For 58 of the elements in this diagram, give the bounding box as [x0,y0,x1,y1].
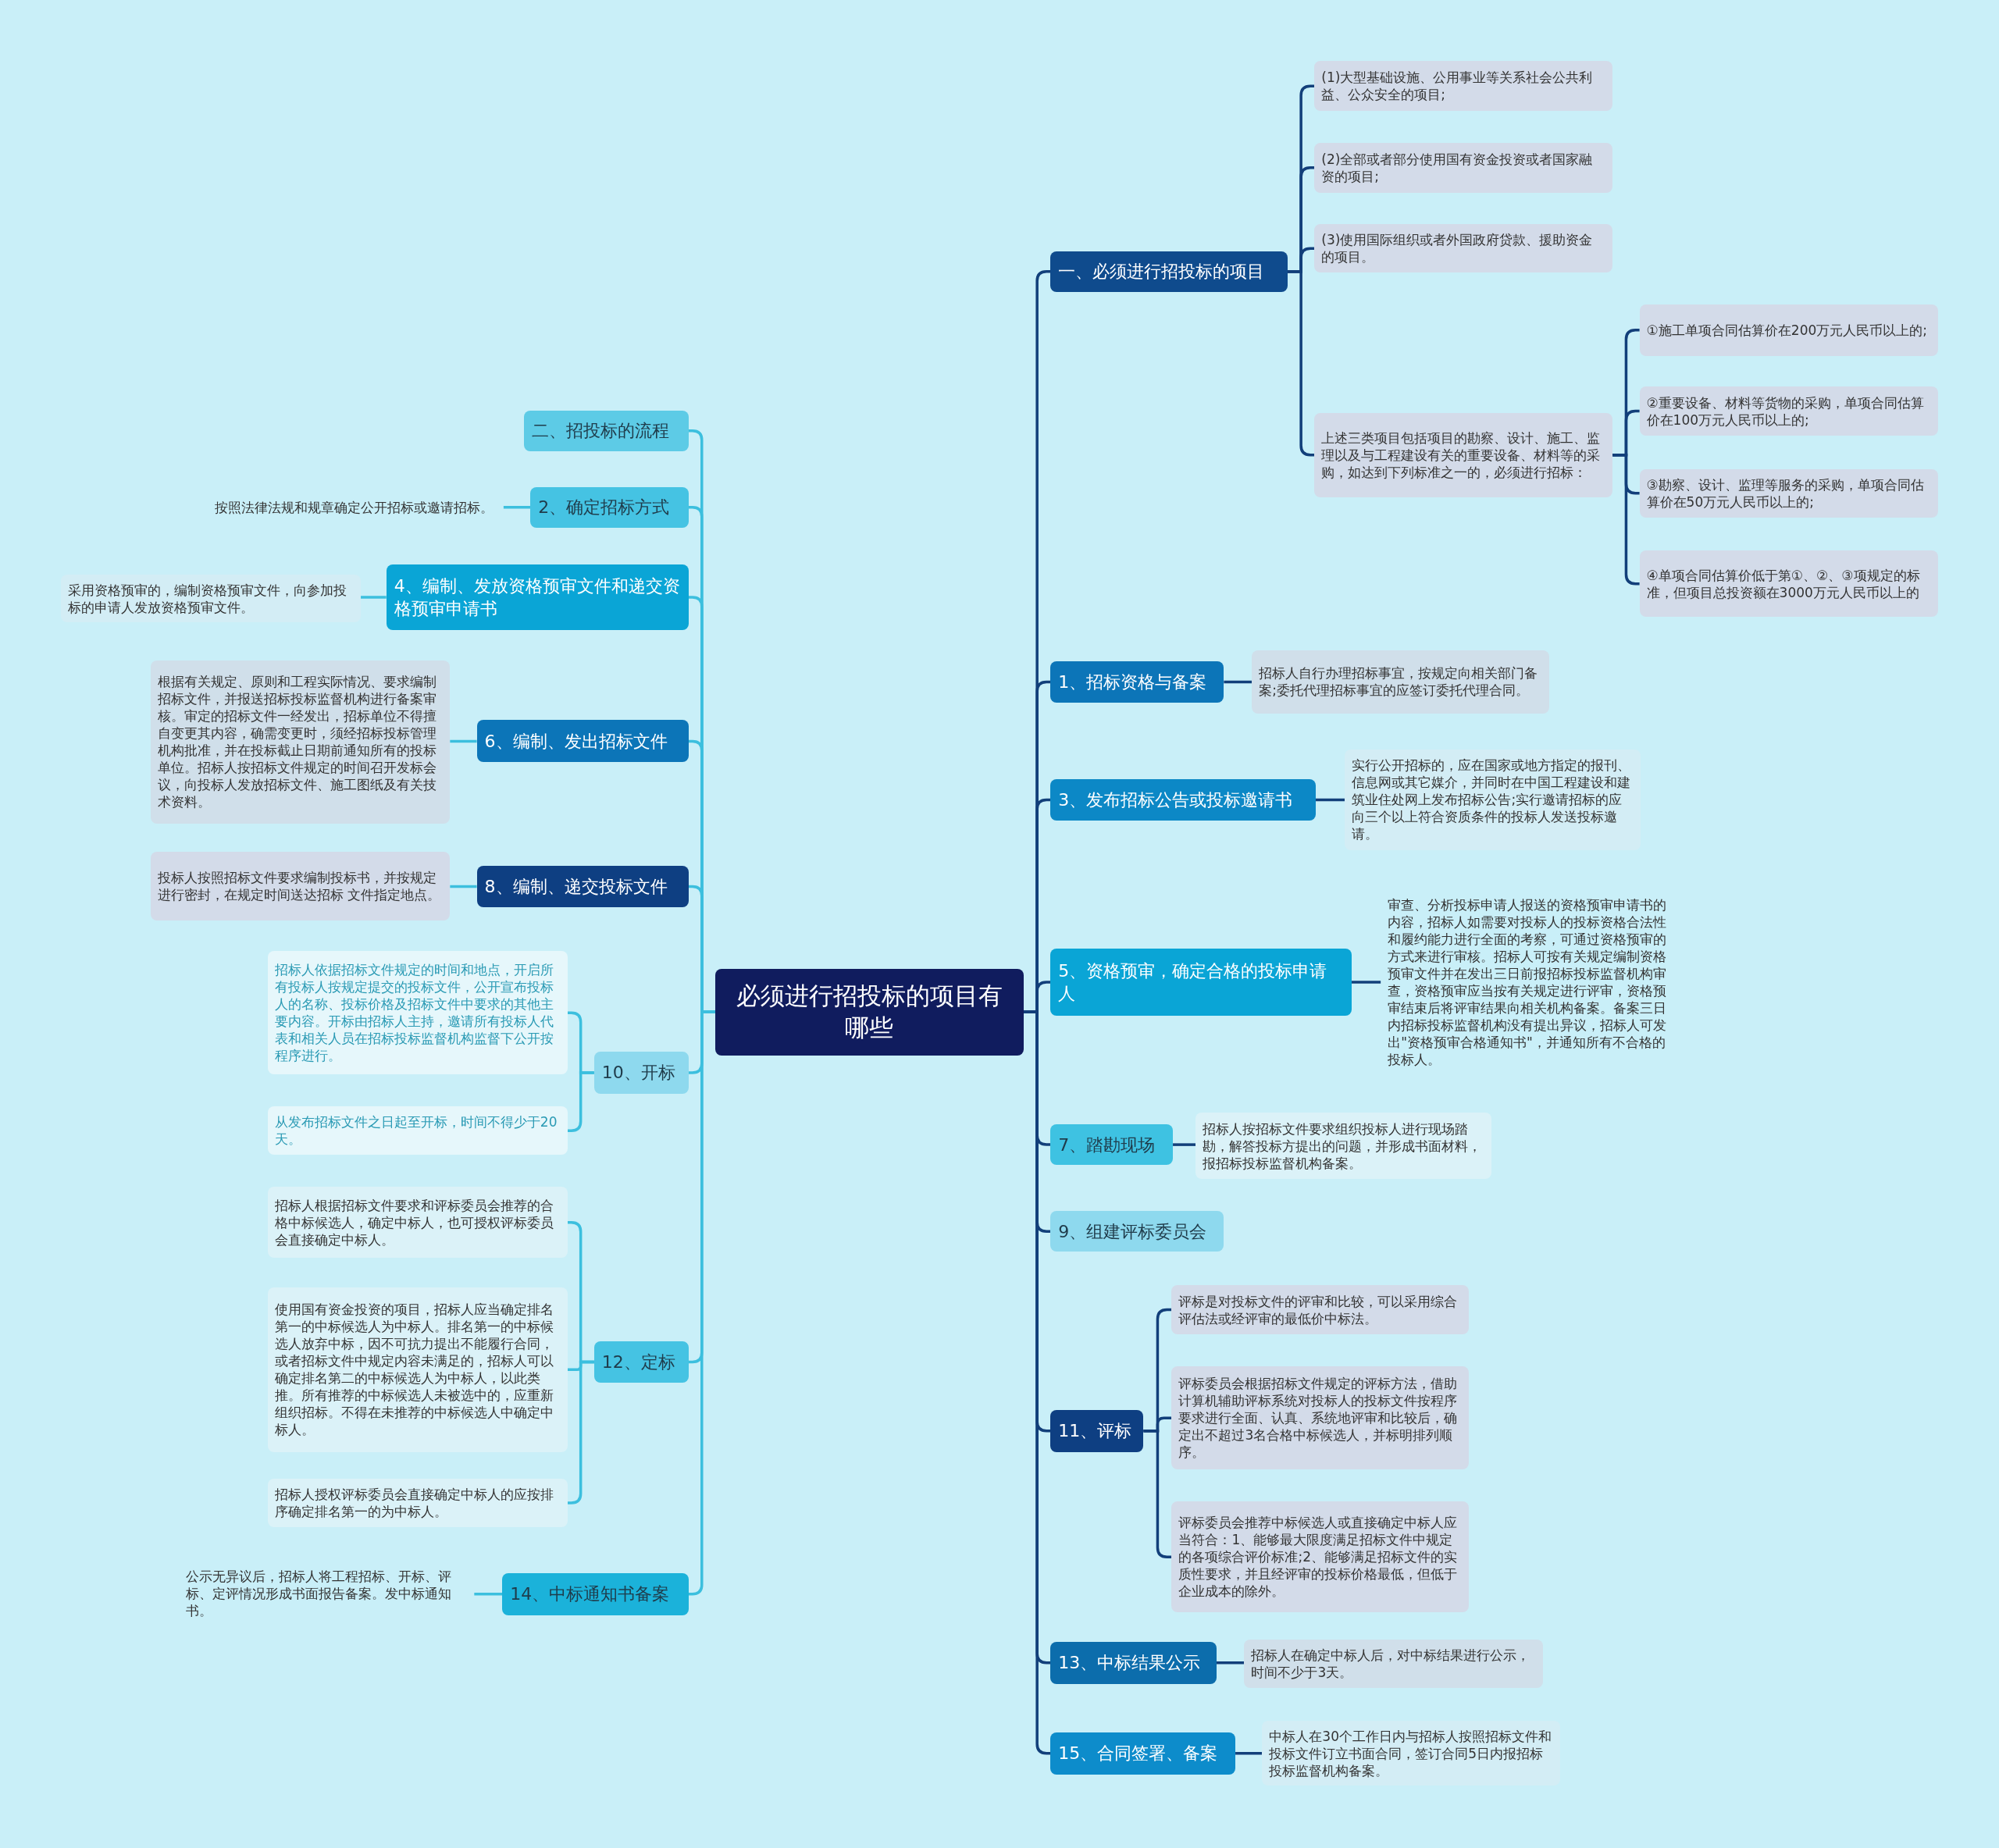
topic-box: 1、招标资格与备案 [1050,661,1224,703]
connector-line [1315,798,1345,802]
connector-line [1224,680,1252,684]
note-box: 评标委员会根据招标文件规定的评标方法，借助计算机辅助评标系统对投标人的投标文件按程序要求进行全面、认真、系统地评审和比较后，确定出不超过3名合格中标候选人，并标明排列顺序。 [1171,1366,1469,1470]
topic-box: 9、组建评标委员会 [1050,1211,1224,1252]
note-box: 招标人在确定中标人后，对中标结果进行公示，时间不少于3天。 [1244,1639,1543,1688]
note-box: 使用国有资金投资的项目，招标人应当确定排名第一的中标候选人为中标人。排名第一的中标候选人放弃中标，因不可抗力提出不能履行合同，或者招标文件中规定内容未满足的，招标人可以确定排名第二的中标候选人为中标人，以此类推。所有推荐的中标候选人未被选中的，应重新组织招标。不得在未推荐的中标候选人中确定中标人。 [267,1287,568,1452]
connector-line [1173,1143,1196,1146]
topic-box: 3、发布招标公告或投标邀请书 [1050,778,1316,821]
note-box: 评标委员会推荐中标候选人或直接确定中标人应当符合：1、能够最大限度满足招标文件中规定的各项综合评价标准;2、能够满足招标文件的实质性要求，并且经评审的投标价格最低，但低于企业成本的除外。 [1171,1501,1469,1613]
topic-box: 10、开标 [593,1051,689,1094]
note-box: ④单项合同估算价低于第①、②、③项规定的标准，但项目总投资额在3000万元人民币以上的 [1639,550,1938,618]
note-box: 评标是对投标文件的评审和比较，可以采用综合评估法或经评审的最低价中标法。 [1171,1284,1469,1335]
central-topic-box: 必须进行招投标的项目有哪些 [714,968,1024,1056]
topic-box: 4、编制、发放资格预审文件和递交资格预审申请书 [386,564,689,630]
note-box: ②重要设备、材料等货物的采购，单项合同估算价在100万元人民币以上的; [1639,386,1938,436]
topic-box: 一、必须进行招投标的项目 [1050,251,1288,292]
note-text: 公示无异议后，招标人将工程招标、开标、评标、定评情况形成书面报告备案。发中标通知书。 [178,1561,475,1625]
note-box: 招标人按招标文件要求组织投标人进行现场踏勘，解答投标方提出的问题，并形成书面材料，报招标投标监督机构备案。 [1195,1113,1492,1180]
connector-line [1143,1429,1172,1559]
topic-box: 7、踏勘现场 [1050,1124,1174,1166]
topic-box: 13、中标结果公示 [1050,1641,1217,1684]
note-box: 投标人按照招标文件要求编制投标书，并按规定进行密封，在规定时间送达招标 文件指定地点。 [150,851,451,920]
note-text: 按照法律法规和规章确定公开招标或邀请招标。 [208,484,504,531]
topic-box: 5、资格预审，确定合格的投标申请人 [1050,948,1352,1017]
note-box: 采用资格预审的，编制资格预审文件，向参加投标的申请人发放资格预审文件。 [61,575,362,622]
topic-box: 2、确定招标方式 [530,486,689,528]
note-box: (2)全部或者部分使用国有资金投资或者国家融资的项目; [1314,142,1613,193]
note-box: (3)使用国际组织或者外国政府贷款、援助资金的项目。 [1314,224,1613,273]
note-box: 招标人依据招标文件规定的时间和地点，开启所有投标人按规定提交的投标文件，公开宣布投标人的名称、投标价格及招标文件中要求的其他主要内容。开标由招标人主持，邀请所有投标人代表和相关人员在招标投标监督机构监督下公开按程序进行。 [267,950,568,1075]
connector-line [450,885,477,888]
topic-box: 12、定标 [593,1341,689,1383]
note-box: 上述三类项目包括项目的勘察、设计、施工、监理以及与工程建设有关的重要设备、材料等的采购，如达到下列标准之一的，必须进行招标： [1314,412,1613,497]
note-box: 从发布招标文件之日起至开标，时间不得少于20天。 [267,1106,568,1155]
note-box: ①施工单项合同估算价在200万元人民币以上的; [1639,304,1938,356]
connector-line [361,596,387,599]
connector-line [474,1592,503,1596]
connector-line [450,739,477,743]
topic-box: 二、招投标的流程 [524,410,689,451]
note-box: 招标人授权评标委员会直接确定中标人的应按排序确定排名第一的为中标人。 [267,1478,568,1527]
connector-line [1351,981,1381,984]
topic-box: 11、评标 [1050,1409,1144,1452]
note-box: 中标人在30个工作日内与招标人按照招标文件和投标文件订立书面合同，签订合同5日内报招标投标监督机构备案。 [1262,1721,1561,1786]
connector-line [1216,1661,1245,1665]
connector-line [503,506,531,509]
note-text: 审查、分析投标申请人报送的资格预审申请书的内容，招标人如需要对投标人的投标资格合法性和履约能力进行全面的考察，可通过资格预审的方式来进行审核。招标人可按有关规定编制资格预审文件并在发出三日前报招标投标监督机构审查，资格预审应当按有关规定进行评审，资格预审结束后将评审结果向相关机构备案。备案三日内招标投标监督机构没有提出异议，招标人可发出"资格预审合格通知书"，并通知所有不合格的投标人。 [1381,889,1677,1075]
connector-line [1235,1751,1263,1755]
topic-box: 8、编制、递交投标文件 [476,865,689,908]
note-box: (1)大型基础设施、公用事业等关系社会公共利益、公众安全的项目; [1314,61,1613,112]
connector-line [1288,270,1315,457]
note-box: 根据有关规定、原则和工程实际情况、要求编制招标文件，并报送招标投标监督机构进行备案审核。审定的招标文件一经发出，招标单位不得擅自变更其内容，确需变更时，须经招标投标管理机构批准，并在投标截止日期前通知所有的投标单位。招标人按招标文件规定的时间召开发标会议，向投标人发放招标文件、施工图纸及有关技术资料。 [150,660,451,824]
note-box: 招标人自行办理招标事宜，按规定向相关部门备案;委托代理招标事宜的应签订委托代理合同。 [1252,650,1549,714]
note-box: 实行公开招标的，应在国家或地方指定的报刊、信息网或其它媒介，并同时在中国工程建设和建筑业住处网上发布招标公告;实行邀请招标的应向三个以上符合资质条件的投标人发送投标邀请。 [1345,750,1641,850]
topic-box: 6、编制、发出招标文件 [476,720,689,763]
topic-box: 15、合同签署、备案 [1050,1732,1236,1775]
note-box: ③勘察、设计、监理等服务的采购，单项合同估算价在50万元人民币以上的; [1639,468,1938,518]
topic-box: 14、中标通知书备案 [502,1572,689,1615]
note-box: 招标人根据招标文件要求和评标委员会推荐的合格中标候选人，确定中标人，也可授权评标委员会直接确定中标人。 [267,1187,568,1259]
